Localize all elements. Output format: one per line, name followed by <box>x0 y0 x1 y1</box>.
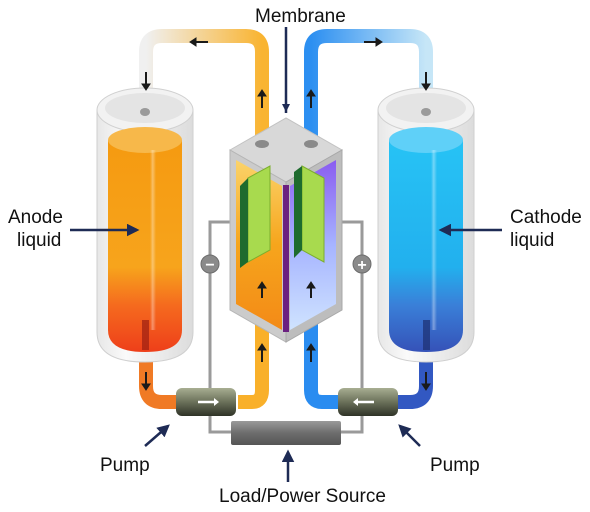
cell-stack <box>228 117 344 343</box>
left-pump-label: Pump <box>100 455 150 476</box>
membrane-label: Membrane <box>255 6 346 27</box>
load-label: Load/Power Source <box>219 486 386 507</box>
anode-liquid-label: Anode liquid <box>8 206 63 252</box>
anode-label-line1: Anode <box>8 207 63 228</box>
anode-return-pipe-top <box>139 29 269 140</box>
negative-sign: − <box>205 257 214 274</box>
left-pump <box>176 388 236 416</box>
positive-sign: + <box>357 257 366 274</box>
right-pump-label: Pump <box>430 455 480 476</box>
positive-terminal: + <box>352 254 372 274</box>
anode-electrode <box>247 165 271 263</box>
flow-arrows <box>141 37 431 391</box>
anode-label-line2: liquid <box>17 230 62 251</box>
cathode-liquid-label: Cathode liquid <box>510 206 582 252</box>
anode-tank <box>96 87 194 363</box>
cathode-electrode <box>301 165 325 263</box>
cathode-return-pipe-top <box>304 29 433 140</box>
cathode-label-line1: Cathode <box>510 207 582 228</box>
cathode-tank <box>377 87 475 363</box>
right-pump <box>338 388 398 416</box>
negative-terminal: − <box>200 254 220 274</box>
membrane-sheet <box>283 185 289 332</box>
callout-lines <box>70 27 502 482</box>
cathode-label-line2: liquid <box>510 230 555 251</box>
load-power-source <box>231 421 341 445</box>
